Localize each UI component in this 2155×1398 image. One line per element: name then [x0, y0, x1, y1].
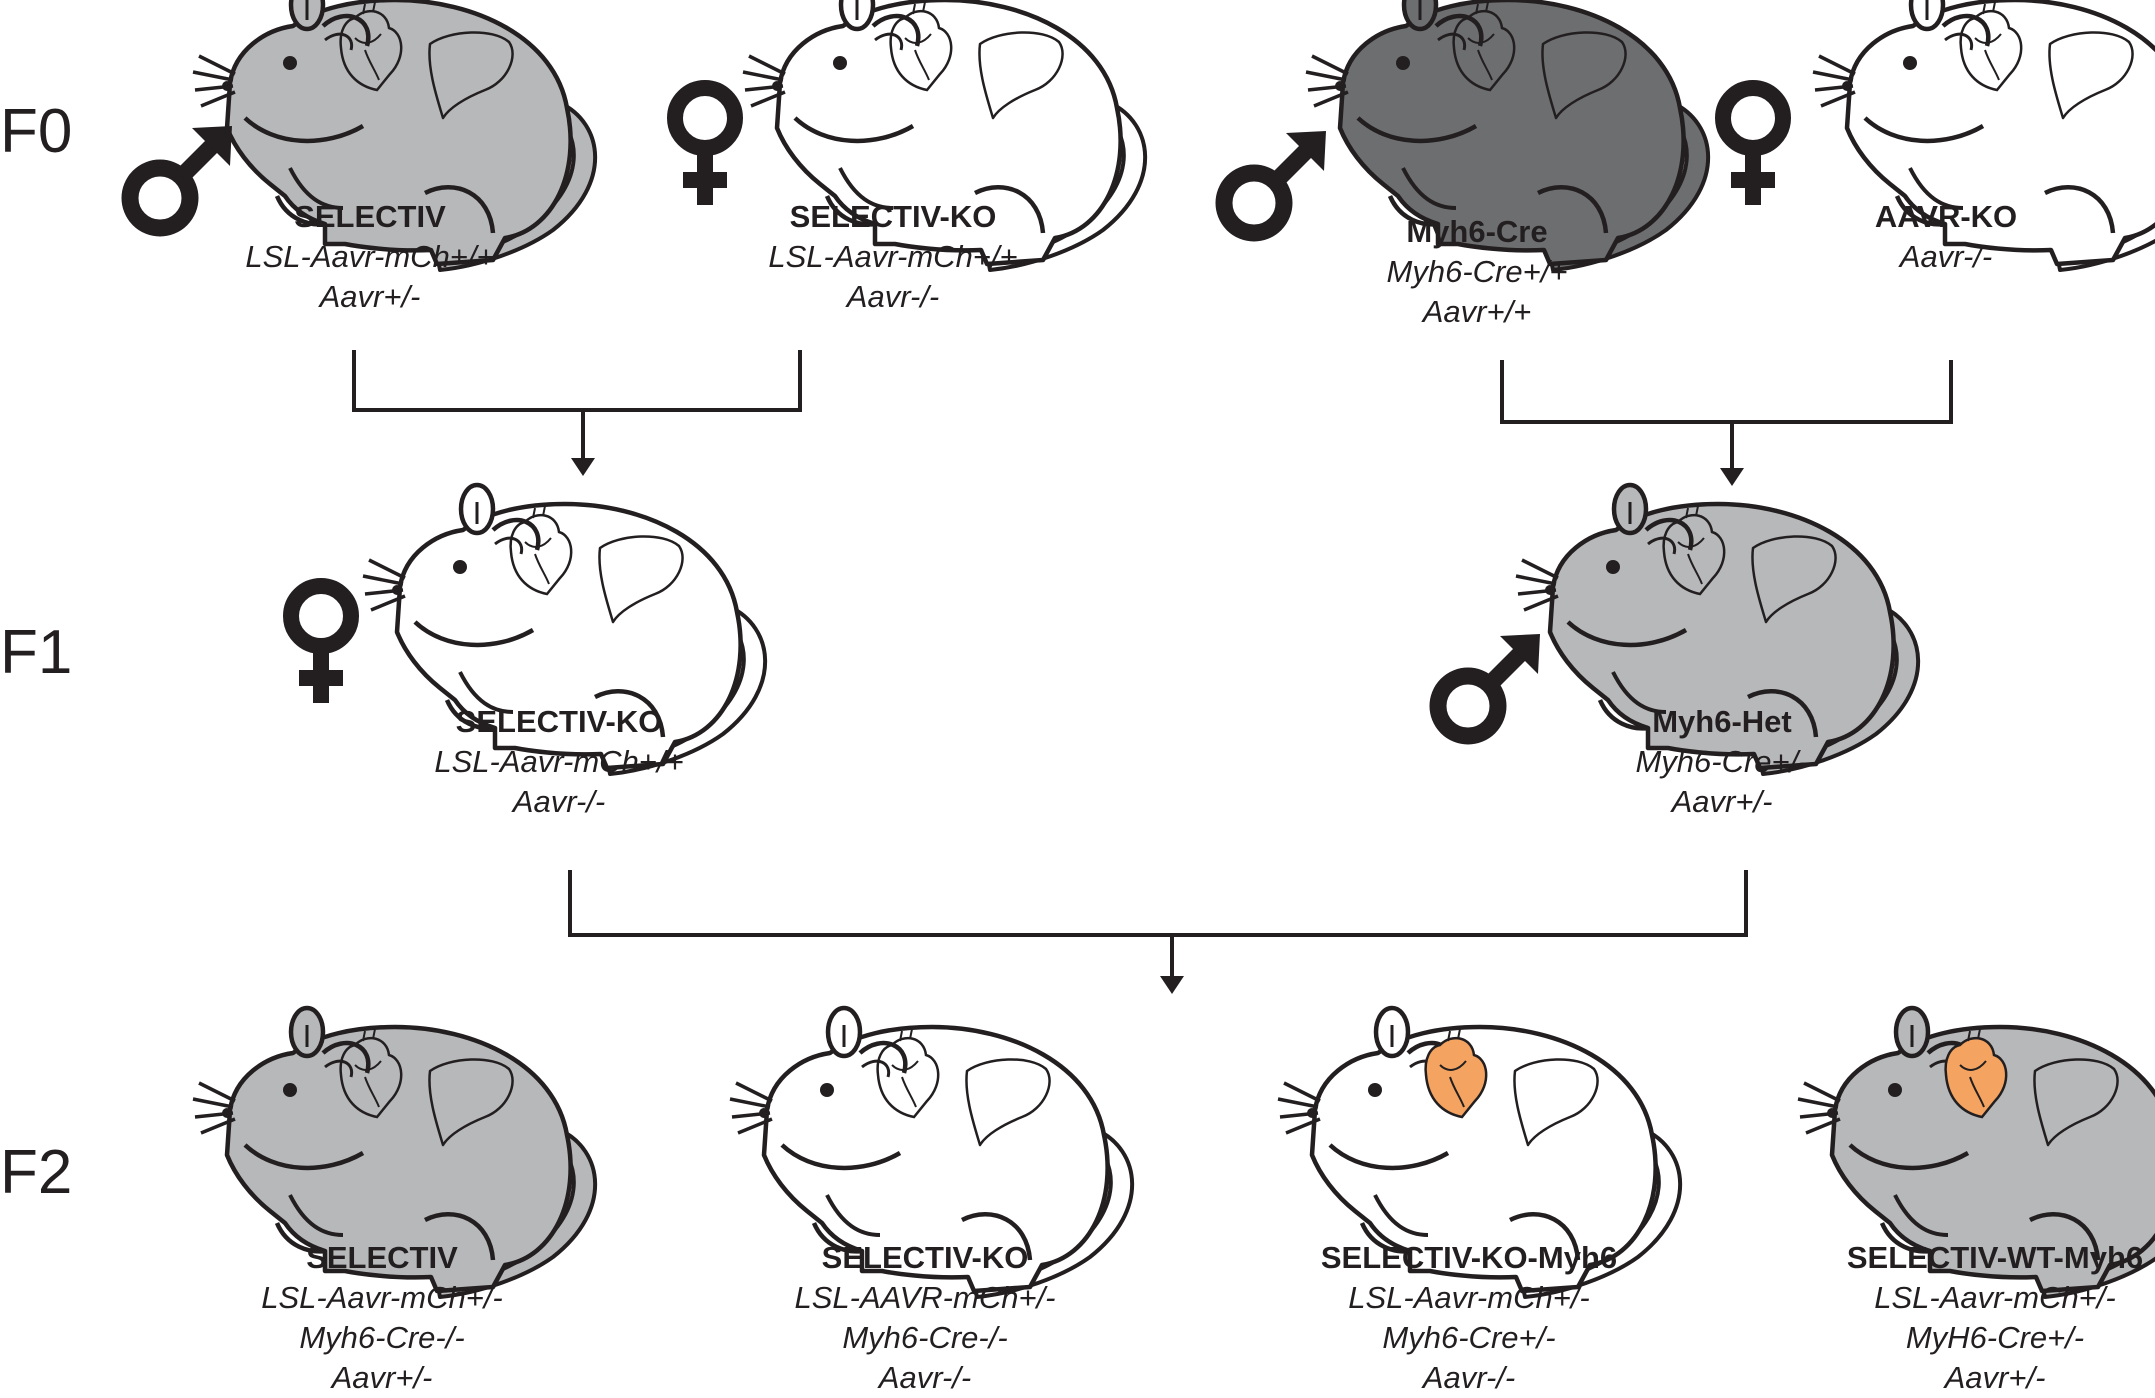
- strain-name: SELECTIV: [306, 1240, 458, 1275]
- generation-label-f1: F1: [0, 618, 73, 687]
- arrowhead: [1720, 468, 1744, 486]
- cross-connector-f0-left: [352, 350, 802, 460]
- female-icon: [675, 88, 735, 205]
- mouse-f1-myh6-het: [1515, 482, 1921, 776]
- mouse-f0-selectiv: [192, 0, 598, 272]
- genotype-line: LSL-Aavr-mCh+/+: [434, 744, 684, 779]
- strain-name: AAVR-KO: [1874, 199, 2018, 234]
- arrowhead: [1160, 976, 1184, 994]
- genotype-line: LSL-Aavr-mCh+/+: [245, 239, 495, 274]
- genotype-line: Aavr-/-: [1899, 239, 1993, 274]
- mouse-f2-selectiv: [192, 1005, 598, 1299]
- strain-name: SELECTIV-KO-Myh6: [1320, 1240, 1618, 1275]
- genotype-line: Aavr+/-: [319, 279, 421, 314]
- genotype-line: Myh6-Cre-/-: [842, 1320, 1008, 1355]
- strain-name: SELECTIV-KO: [789, 199, 997, 234]
- genotype-line: LSL-AAVR-mCh+/-: [794, 1280, 1056, 1315]
- mouse-f0-selectiv-ko: [742, 0, 1148, 272]
- genotype-line: LSL-Aavr-mCh+/-: [1874, 1280, 2116, 1315]
- strain-name: SELECTIV-WT-Myh6: [1846, 1240, 2144, 1275]
- strain-name: Myh6-Het: [1652, 704, 1792, 739]
- strain-name: SELECTIV-KO: [821, 1240, 1029, 1275]
- genotype-line: LSL-Aavr-mCh+/+: [768, 239, 1018, 274]
- genotype-line: Aavr-/-: [1422, 1360, 1516, 1395]
- cross-connector-f0-right: [1500, 360, 1953, 470]
- genotype-line: Aavr+/+: [1422, 294, 1532, 329]
- female-icon: [291, 586, 351, 703]
- genotype-line: Aavr-/-: [878, 1360, 972, 1395]
- genotype-line: Myh6-Cre+/-: [1635, 744, 1809, 779]
- mouse-f2-selectiv-wt-myh6: [1797, 1005, 2155, 1299]
- genotype-line: LSL-Aavr-mCh+/-: [261, 1280, 503, 1315]
- cross-connector-f1: [568, 870, 1748, 978]
- female-icon: [1723, 88, 1783, 205]
- genotype-line: Aavr-/-: [846, 279, 940, 314]
- mouse-f1-selectiv-ko: [362, 482, 768, 776]
- strain-name: SELECTIV: [294, 199, 446, 234]
- mouse-f0-aavr-ko: [1812, 0, 2155, 272]
- male-icon: [130, 126, 232, 228]
- genotype-line: LSL-Aavr-mCh+/-: [1348, 1280, 1590, 1315]
- male-icon: [1224, 131, 1326, 233]
- mouse-f2-selectiv-ko-myh6: [1277, 1005, 1683, 1299]
- genotype-line: Aavr-/-: [512, 784, 606, 819]
- strain-name: SELECTIV-KO: [455, 704, 663, 739]
- genotype-line: Myh6-Cre+/-: [1382, 1320, 1556, 1355]
- male-icon: [1438, 634, 1540, 736]
- strain-name: Myh6-Cre: [1406, 214, 1548, 249]
- genotype-line: Myh6-Cre+/+: [1386, 254, 1568, 289]
- generation-label-f2: F2: [0, 1138, 73, 1207]
- genotype-line: Aavr+/-: [1944, 1360, 2046, 1395]
- mouse-f0-myh6-cre: [1305, 0, 1711, 272]
- generation-label-f0: F0: [0, 97, 73, 166]
- genotype-line: Aavr+/-: [1671, 784, 1773, 819]
- arrowhead: [571, 458, 595, 476]
- genotype-line: MyH6-Cre+/-: [1905, 1320, 2085, 1355]
- mouse-f2-selectiv-ko: [729, 1005, 1135, 1299]
- genotype-line: Myh6-Cre-/-: [299, 1320, 465, 1355]
- genotype-line: Aavr+/-: [331, 1360, 433, 1395]
